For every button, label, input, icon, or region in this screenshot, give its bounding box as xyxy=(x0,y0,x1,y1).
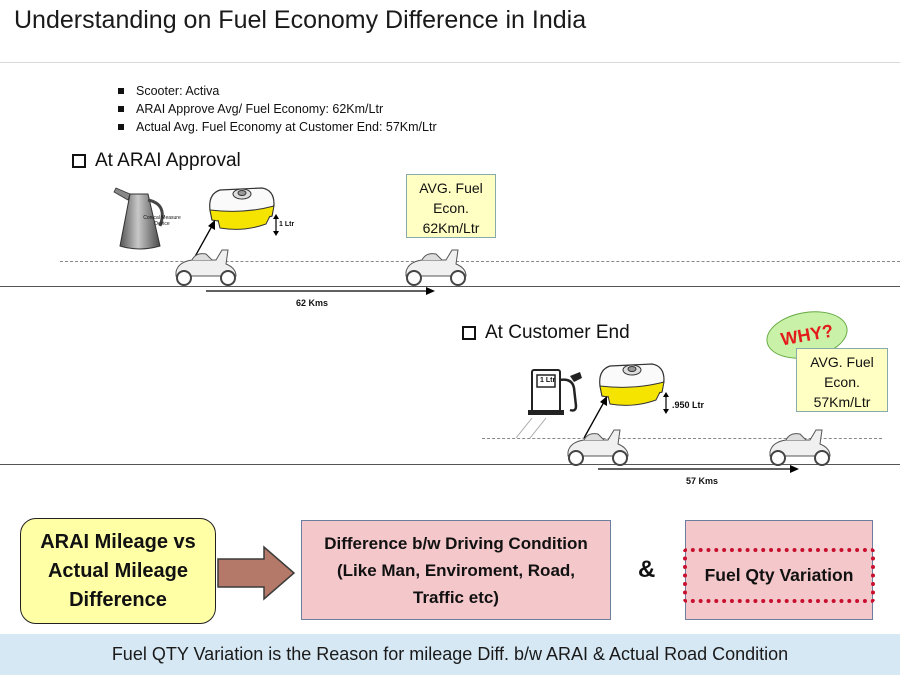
bullet-actual-avg: Actual Avg. Fuel Economy at Customer End… xyxy=(118,118,437,136)
road-centerline xyxy=(60,261,900,262)
customer-heading-text: At Customer End xyxy=(485,322,630,343)
bullet-scooter: Scooter: Activa xyxy=(118,82,437,100)
checkbox-icon xyxy=(72,154,86,168)
road-perspective-lines xyxy=(516,417,547,438)
fuel-qty-highlight xyxy=(683,548,875,603)
page-title: Understanding on Fuel Economy Difference… xyxy=(14,6,587,34)
arai-heading-text: At ARAI Approval xyxy=(95,150,241,171)
arai-heading: At ARAI Approval xyxy=(72,150,241,172)
scooter-icon xyxy=(405,249,467,286)
right-arrow-icon xyxy=(217,545,296,601)
fuel-box-line2: Econ. xyxy=(824,374,860,390)
fuel-box-line1: AVG. Fuel xyxy=(810,354,874,370)
yellow-box-line2: Actual Mileage xyxy=(47,559,189,582)
conical-measure-icon xyxy=(113,187,164,250)
fuel-box-line1: AVG. Fuel xyxy=(419,180,483,196)
bullet-arai-avg: ARAI Approve Avg/ Fuel Economy: 62Km/Ltr xyxy=(118,100,437,118)
level-arrow-icon xyxy=(663,392,669,414)
pink-box-line1: Difference b/w Driving Condition xyxy=(324,533,588,553)
fuel-tank-icon xyxy=(599,363,665,406)
yellow-box-line3: Difference xyxy=(69,588,167,611)
fuel-tank-icon xyxy=(209,187,275,230)
footer-conclusion: Fuel QTY Variation is the Reason for mil… xyxy=(0,634,900,675)
scooter-icon xyxy=(769,429,831,466)
pointer-arrow-icon xyxy=(583,396,607,439)
road-edge xyxy=(0,286,900,287)
fuel-qty-variation-text: Fuel Qty Variation xyxy=(704,565,854,585)
pump-1-ltr-label: 1 Ltr xyxy=(540,377,556,384)
road-edge xyxy=(0,464,900,465)
arai-vs-actual-box: ARAI Mileage vs Actual Mileage Differenc… xyxy=(20,518,216,624)
title-divider xyxy=(0,62,900,63)
scooter-icon xyxy=(567,429,629,466)
tank-950-ltr-label: .950 Ltr xyxy=(672,400,705,410)
ampersand: & xyxy=(638,556,656,583)
checkbox-icon xyxy=(462,326,476,340)
avg-fuel-econ-box-customer: AVG. Fuel Econ. 57Km/Ltr xyxy=(796,348,888,412)
road-centerline xyxy=(482,438,882,439)
distance-arrow-arai xyxy=(206,287,435,295)
avg-fuel-econ-box-arai: AVG. Fuel Econ. 62Km/Ltr xyxy=(406,174,496,238)
customer-heading: At Customer End xyxy=(462,322,630,344)
fuel-box-line3: 57Km/Ltr xyxy=(813,394,871,410)
measure-device-label: Conical Measure Device xyxy=(143,215,181,227)
yellow-box-line1: ARAI Mileage vs xyxy=(40,530,196,553)
pink-box-line2: (Like Man, Enviroment, Road, xyxy=(336,560,576,580)
distance-label-arai: 62 Kms xyxy=(296,298,329,308)
distance-arrow-customer xyxy=(598,465,799,473)
info-bullet-list: Scooter: Activa ARAI Approve Avg/ Fuel E… xyxy=(118,82,437,136)
distance-label-customer: 57 Kms xyxy=(686,476,719,486)
fuel-box-line2: Econ. xyxy=(433,200,469,216)
scooter-icon xyxy=(175,249,237,286)
pink-box-line3: Traffic etc) xyxy=(413,587,499,607)
fuel-qty-variation-box xyxy=(685,520,873,620)
level-arrow-icon xyxy=(273,214,279,236)
why-text: WHY? xyxy=(779,320,835,349)
tank-1-ltr-label: 1 Ltr xyxy=(279,221,295,228)
fuel-box-line3: 62Km/Ltr xyxy=(422,220,480,236)
driving-condition-box: Difference b/w Driving Condition (Like M… xyxy=(301,520,611,620)
fuel-pump-icon xyxy=(528,369,582,415)
